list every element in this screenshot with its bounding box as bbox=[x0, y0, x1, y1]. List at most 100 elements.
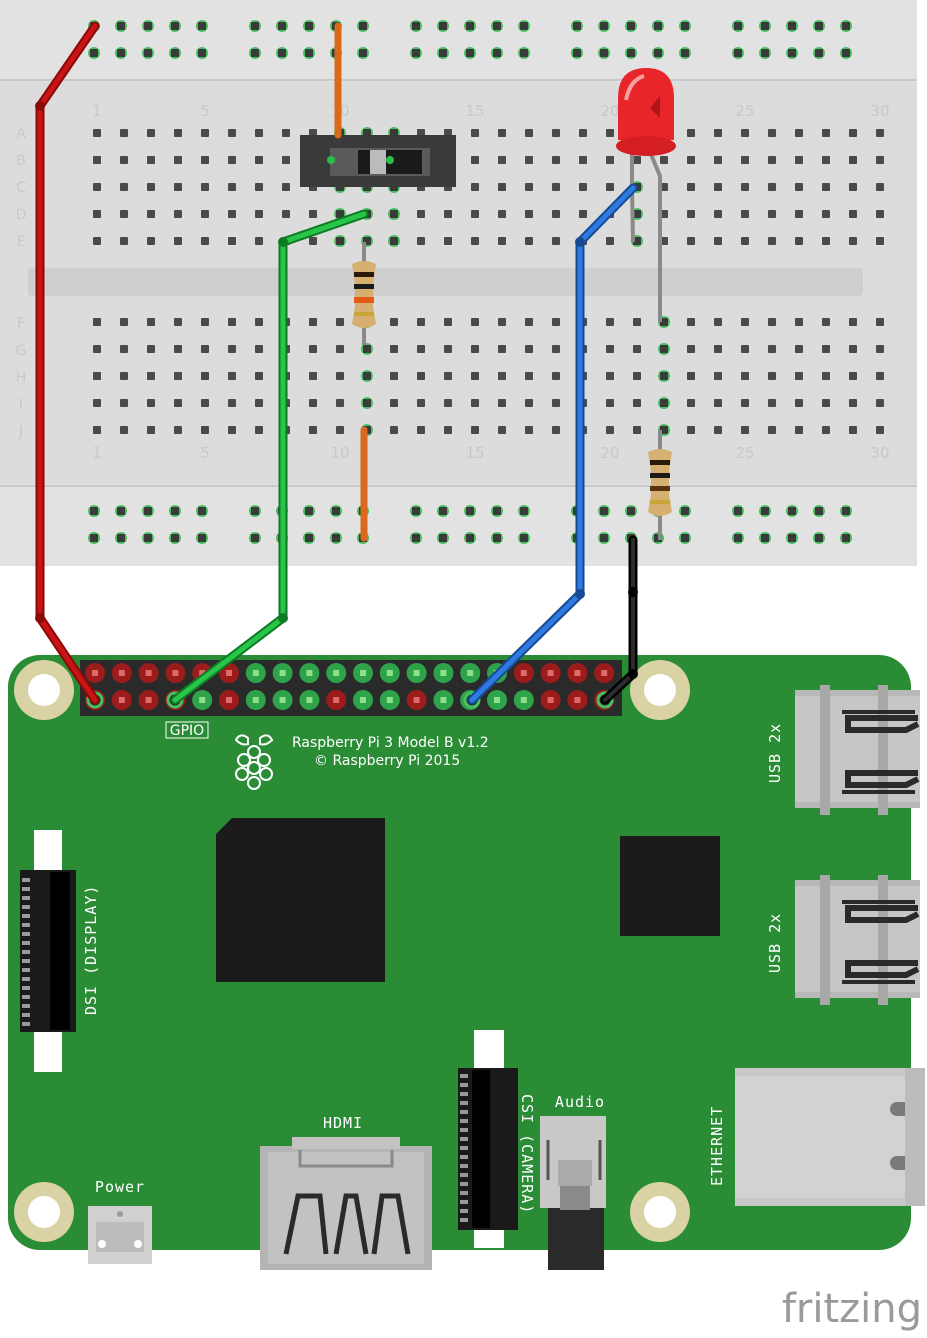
rail-hole bbox=[359, 49, 367, 57]
breadboard-hole bbox=[498, 156, 506, 164]
breadboard-hole bbox=[390, 210, 398, 218]
row-letter: F bbox=[17, 316, 25, 332]
breadboard-hole bbox=[849, 210, 857, 218]
row-letter: G bbox=[16, 343, 27, 359]
rail-hole bbox=[734, 534, 742, 542]
gpio-pin-core bbox=[199, 697, 206, 703]
rail-hole bbox=[573, 49, 581, 57]
rail-hole bbox=[117, 534, 125, 542]
gpio-pin-core bbox=[520, 670, 527, 676]
csi-pin bbox=[460, 1119, 468, 1123]
gpio-pin-core bbox=[547, 670, 554, 676]
breadboard-hole bbox=[822, 210, 830, 218]
breadboard-hole bbox=[687, 426, 695, 434]
breadboard-hole bbox=[147, 426, 155, 434]
gpio-pin-core bbox=[386, 697, 393, 703]
breadboard-hole bbox=[471, 210, 479, 218]
breadboard-hole bbox=[768, 183, 776, 191]
breadboard-hole bbox=[606, 183, 614, 191]
breadboard-hole bbox=[336, 237, 344, 245]
mounting-hole bbox=[14, 660, 74, 720]
mounting-hole bbox=[630, 660, 690, 720]
usb-label-1: USB 2x bbox=[766, 723, 784, 783]
rail-hole bbox=[117, 49, 125, 57]
breadboard-hole bbox=[525, 426, 533, 434]
breadboard-hole bbox=[822, 129, 830, 137]
breadboard-hole bbox=[606, 372, 614, 380]
csi-pin bbox=[460, 1110, 468, 1114]
breadboard-hole bbox=[471, 399, 479, 407]
breadboard-hole bbox=[633, 345, 641, 353]
top-power-rail bbox=[0, 0, 917, 82]
breadboard-hole bbox=[201, 372, 209, 380]
col-num-top: 25 bbox=[735, 102, 754, 120]
rail-hole bbox=[439, 49, 447, 57]
rail-hole bbox=[600, 507, 608, 515]
col-num-bottom: 5 bbox=[200, 444, 210, 462]
breadboard-hole bbox=[525, 156, 533, 164]
breadboard-hole bbox=[822, 183, 830, 191]
csi-pin bbox=[460, 1146, 468, 1150]
breadboard-hole bbox=[390, 426, 398, 434]
gpio-label: GPIO bbox=[170, 723, 204, 739]
csi-pin bbox=[460, 1092, 468, 1096]
breadboard-hole bbox=[471, 183, 479, 191]
rail-hole bbox=[600, 534, 608, 542]
gpio-pin-core bbox=[118, 697, 125, 703]
gpio-pin-core bbox=[226, 670, 232, 676]
rail-hole bbox=[90, 534, 98, 542]
breadboard-hole bbox=[606, 345, 614, 353]
rail-hole bbox=[761, 534, 769, 542]
csi-pin bbox=[460, 1191, 468, 1195]
breadboard-hole bbox=[417, 399, 425, 407]
breadboard-hole bbox=[228, 372, 236, 380]
rail-hole bbox=[439, 534, 447, 542]
breadboard-hole bbox=[444, 210, 452, 218]
breadboard-hole bbox=[849, 399, 857, 407]
breadboard-hole bbox=[876, 210, 884, 218]
breadboard-hole bbox=[201, 345, 209, 353]
breadboard-hole bbox=[849, 345, 857, 353]
usb-port-1 bbox=[795, 685, 920, 815]
rail-hole bbox=[171, 507, 179, 515]
breadboard-hole bbox=[147, 237, 155, 245]
rail-hole bbox=[466, 534, 474, 542]
breadboard-hole bbox=[633, 372, 641, 380]
breadboard-hole bbox=[741, 183, 749, 191]
breadboard-hole bbox=[498, 210, 506, 218]
rail-hole bbox=[117, 507, 125, 515]
rail-hole bbox=[439, 22, 447, 30]
gpio-pin-core bbox=[306, 670, 313, 676]
rail-hole bbox=[144, 49, 152, 57]
breadboard-hole bbox=[444, 372, 452, 380]
breadboard-hole bbox=[822, 345, 830, 353]
rail-hole bbox=[600, 22, 608, 30]
gpio-pin-core bbox=[386, 670, 393, 676]
breadboard-hole bbox=[768, 426, 776, 434]
csi-pin bbox=[460, 1101, 468, 1105]
breadboard-hole bbox=[849, 426, 857, 434]
column-numbers-bottom: 1 5 10 15 20 25 30 bbox=[92, 444, 889, 462]
gpio-pin-core bbox=[413, 697, 420, 703]
breadboard-hole bbox=[255, 372, 263, 380]
breadboard-hole bbox=[228, 399, 236, 407]
breadboard-hole bbox=[579, 210, 587, 218]
breadboard-hole bbox=[444, 345, 452, 353]
gpio-pin-core bbox=[252, 697, 259, 703]
rail-hole bbox=[493, 507, 501, 515]
rail-hole bbox=[734, 49, 742, 57]
row-letter: C bbox=[16, 180, 26, 196]
rail-hole bbox=[842, 507, 850, 515]
breadboard-hole bbox=[552, 129, 560, 137]
breadboard-hole bbox=[741, 345, 749, 353]
gpio-pin-core bbox=[440, 670, 447, 676]
rail-hole bbox=[171, 49, 179, 57]
breadboard-hole bbox=[876, 129, 884, 137]
breadboard-holes bbox=[88, 20, 884, 544]
breadboard-hole bbox=[633, 156, 641, 164]
gpio-header bbox=[80, 660, 622, 716]
breadboard-hole bbox=[471, 426, 479, 434]
wire-endpoints bbox=[35, 101, 638, 679]
gpio-pin-core bbox=[413, 670, 420, 676]
breadboard-hole bbox=[849, 372, 857, 380]
